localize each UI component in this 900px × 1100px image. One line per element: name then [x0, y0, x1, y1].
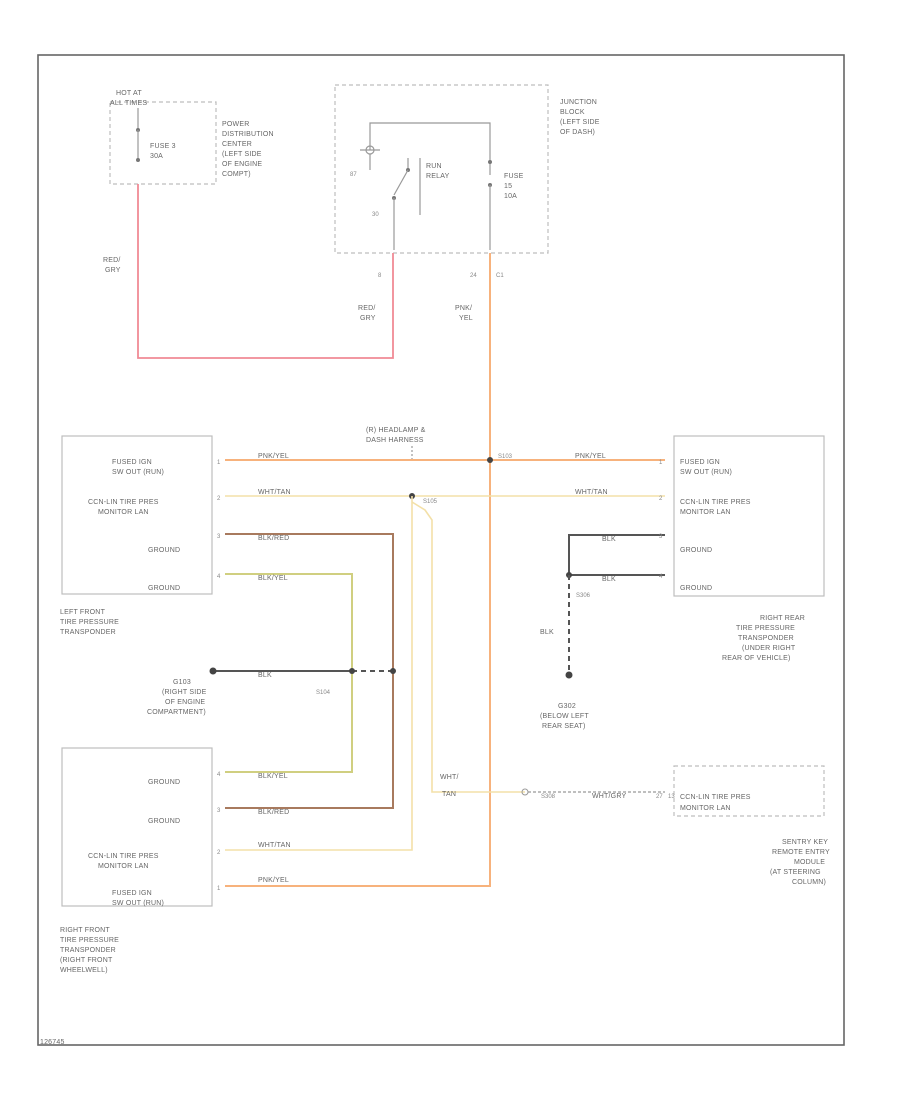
svg-text:1: 1: [217, 460, 221, 466]
wire-pnk-yel-right-label: PNK/YEL: [575, 453, 606, 460]
splice-s104-label: S104: [316, 690, 331, 696]
wire-red-gry-mid-label: RED/ GRY: [358, 305, 378, 322]
wire-pnk-yel-feed: [225, 253, 491, 887]
hot-at-all-times-label: HOT AT ALL TIMES: [110, 90, 147, 107]
wire-pnk-yel-vert-label: PNK/ YEL: [455, 305, 474, 322]
svg-text:1: 1: [217, 886, 221, 892]
wire-blk-yel: [225, 573, 353, 773]
headlamp-dash-harness-label: (R) HEADLAMP & DASH HARNESS: [366, 427, 428, 444]
wire-pnk-yel-left-label: PNK/YEL: [258, 453, 289, 460]
svg-text:13: 13: [668, 794, 675, 800]
wire-wht-gry-label: WHT/GRY: [592, 793, 626, 800]
connector-pin-24: 24: [470, 273, 477, 279]
splice-s306-label: S306: [576, 593, 591, 599]
fuse-15-label: FUSE 15 10A: [504, 173, 526, 200]
svg-text:1: 1: [659, 460, 663, 466]
run-relay-label: RUN RELAY: [426, 163, 450, 180]
ground-g103-label: G103 (RIGHT SIDE OF ENGINE COMPARTMENT): [147, 679, 209, 716]
diagram-id: 126745: [40, 1039, 65, 1046]
svg-text:4: 4: [659, 574, 663, 580]
wire-wht-tan-right-label: WHT/TAN: [575, 489, 608, 496]
wire-blk-red-rf-label: BLK/RED: [258, 809, 289, 816]
right-rear-rows: FUSED IGN SW OUT (RUN) CCN-LIN TIRE PRES…: [680, 459, 753, 592]
wire-wht-tan-rf: [225, 496, 413, 851]
ground-g302-label: G302 (BELOW LEFT REAR SEAT): [540, 703, 591, 730]
svg-text:3: 3: [217, 534, 221, 540]
connector-c1: C1: [496, 273, 504, 279]
diagram-frame: [37, 54, 845, 1046]
wire-blk-yel-rf-label: BLK/YEL: [258, 773, 288, 780]
fuse-3-label: FUSE 3 30A: [150, 143, 178, 160]
relay-pin-30: 30: [372, 212, 379, 218]
right-front-rows: GROUND GROUND CCN-LIN TIRE PRES MONITOR …: [88, 779, 182, 907]
svg-text:4: 4: [217, 772, 221, 778]
right-front-name-label: RIGHT FRONT TIRE PRESSURE TRANSPONDER (R…: [60, 927, 121, 974]
right-rear-transponder: 1 2 3 4 FUSED IGN SW OUT (RUN) CCN-LIN T…: [659, 435, 825, 662]
relay-pin-87: 87: [350, 172, 357, 178]
sentry-name-label: SENTRY KEY REMOTE ENTRY MODULE (AT STEER…: [770, 839, 832, 886]
sentry-rows: CCN-LIN TIRE PRES MONITOR LAN: [680, 794, 753, 812]
left-front-rows: FUSED IGN SW OUT (RUN) CCN-LIN TIRE PRES…: [88, 459, 182, 592]
left-front-transponder: 1 2 3 4 FUSED IGN SW OUT (RUN) CCN-LIN T…: [60, 435, 221, 636]
svg-text:3: 3: [217, 808, 221, 814]
junction-block-name-label: JUNCTION BLOCK (LEFT SIDE OF DASH): [560, 99, 602, 136]
wire-wht-tan-left-label: WHT/TAN: [258, 489, 291, 496]
wire-blk-right-rear: [568, 534, 665, 576]
splice-s103-label: S103: [498, 454, 513, 460]
svg-text:2: 2: [217, 850, 221, 856]
wire-wht-tan-sentry: [411, 501, 525, 793]
svg-text:2: 2: [217, 496, 221, 502]
wire-blk-rr-label-2: BLK: [602, 576, 616, 583]
wire-blk-red-left-label: BLK/RED: [258, 535, 289, 542]
right-rear-name-label: RIGHT REAR TIRE PRESSURE TRANSPONDER (UN…: [722, 615, 807, 662]
wire-wht-tan-vert-label: WHT/ TAN: [440, 774, 461, 798]
wire-red-gry-left-label: RED/ GRY: [103, 257, 123, 274]
pdc-name-label: POWER DISTRIBUTION CENTER (LEFT SIDE OF …: [222, 121, 276, 178]
connector-pin-8: 8: [378, 273, 382, 279]
right-front-transponder: 4 3 2 1 GROUND GROUND CCN-LIN TIRE PRES …: [60, 747, 221, 974]
splice-s105-label: S105: [423, 499, 438, 505]
svg-text:4: 4: [217, 574, 221, 580]
wire-blk-yel-left-label: BLK/YEL: [258, 575, 288, 582]
wire-red-gry: [137, 184, 394, 359]
power-distribution-center: HOT AT ALL TIMES FUSE 3 30A POWER DISTRI…: [109, 90, 276, 185]
wire-blk-g302-label: BLK: [540, 629, 554, 636]
svg-text:2: 2: [659, 496, 663, 502]
wire-pnk-yel-rf-label: PNK/YEL: [258, 877, 289, 884]
wire-blk-rr-label-1: BLK: [602, 536, 616, 543]
left-front-name-label: LEFT FRONT TIRE PRESSURE TRANSPONDER: [60, 609, 121, 636]
splice-s308-label: S308: [541, 794, 556, 800]
wire-blk-g103-label: BLK: [258, 672, 272, 679]
sentry-pin-label: 27: [656, 794, 663, 800]
sentry-key-module: 13 CCN-LIN TIRE PRES MONITOR LAN SENTRY …: [668, 765, 832, 886]
junction-block: JUNCTION BLOCK (LEFT SIDE OF DASH) 87 30…: [334, 84, 602, 279]
svg-text:3: 3: [659, 534, 663, 540]
wire-wht-tan-rf-label: WHT/TAN: [258, 842, 291, 849]
